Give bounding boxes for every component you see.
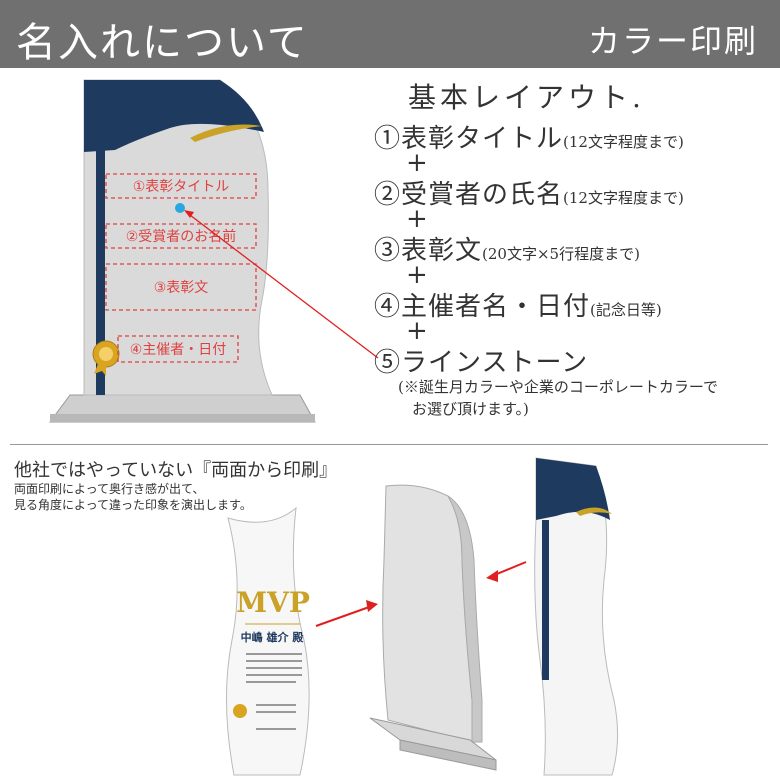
layout-item-4-note: (記念日等): [590, 301, 662, 319]
zone-text-label: ③表彰文: [154, 279, 209, 296]
zone-title: [105, 173, 257, 199]
layout-item-4-label: ④主催者名・日付: [374, 292, 591, 322]
plus-1: +: [406, 148, 428, 178]
zone-organizer-label: ④主催者・日付: [130, 342, 227, 358]
layout-item-1: ①表彰タイトル(12文字程度まで): [374, 118, 684, 155]
front-arrow: [315, 605, 373, 627]
header-subtitle: カラー印刷: [587, 22, 758, 60]
zone-name: [105, 223, 257, 249]
medal-ribbon: [94, 364, 106, 376]
layout-item-2-label: ②受賞者の氏名: [374, 180, 564, 210]
double-sided-desc-1: 両面印刷によって奥行き感が出て、: [14, 482, 205, 496]
block-stand-edge: [399, 739, 497, 771]
trophy-gold-swoosh: [190, 124, 262, 142]
header-bar: 名入れについて カラー印刷: [0, 0, 780, 68]
plus-3: +: [406, 260, 428, 290]
recipient-name: 中嶋 雄介 殿: [241, 630, 305, 644]
back-panel-navy: [536, 458, 610, 520]
front-medal-icon: [233, 704, 247, 718]
trophy-base-edge: [50, 414, 315, 422]
layout-item-4: ④主催者名・日付(記念日等): [374, 286, 662, 323]
back-panel-gold: [576, 507, 612, 516]
printed-panel-back: [534, 457, 619, 776]
layout-item-3-note: (20文字×5行程度まで): [482, 245, 640, 263]
award-body-lines: [246, 653, 302, 730]
double-sided-title: 他社ではやっていない『両面から印刷』: [14, 460, 338, 481]
layout-item-5-label: ⑤ラインストーン: [374, 348, 589, 378]
back-panel-outline: [534, 457, 619, 776]
zone-title-label: ①表彰タイトル: [133, 178, 230, 195]
block-side: [447, 495, 483, 743]
layout-item-3: ③表彰文(20文字×5行程度まで): [374, 230, 640, 267]
plus-4: +: [406, 316, 428, 346]
layout-item-1-note: (12文字程度まで): [563, 133, 684, 151]
printed-panel-front: MVP 中嶋 雄介 殿: [226, 506, 378, 776]
layout-item-1-label: ①表彰タイトル: [374, 124, 564, 154]
rhinestone-arrow: [185, 211, 379, 359]
trophy-illustration: ①表彰タイトル ②受賞者のお名前 ③表彰文 ④主催者・日付: [49, 79, 379, 423]
front-panel-outline: [226, 506, 310, 776]
page-title: 名入れについて: [16, 20, 309, 66]
back-arrow-head: [486, 570, 498, 582]
layout-item-2: ②受賞者の氏名(12文字程度まで): [374, 174, 684, 211]
clear-block: [369, 484, 527, 771]
mvp-text: MVP: [236, 586, 310, 619]
trophy-navy-band: [84, 80, 264, 152]
rhinestone-note-1: (※誕生月カラーや企業のコーポレートカラーで: [398, 378, 718, 396]
layout-item-5: ⑤ラインストーン: [374, 342, 588, 379]
medal-inner: [99, 347, 113, 361]
back-panel-stripe: [542, 520, 549, 680]
layout-item-2-note: (12文字程度まで): [563, 189, 684, 207]
layout-item-3-label: ③表彰文: [374, 236, 483, 266]
rhinestone-arrow-head: [184, 210, 194, 218]
zone-organizer: [117, 335, 239, 363]
layout-title: 基本レイアウト.: [408, 81, 645, 114]
section-divider: [10, 444, 768, 445]
trophy-stripe: [96, 150, 105, 395]
rhinestone-note-2: お選び頂けます。): [412, 400, 529, 418]
double-sided-desc-2: 見る角度によって違った印象を演出します。: [14, 498, 252, 512]
plus-2: +: [406, 204, 428, 234]
front-arrow-head: [366, 600, 378, 612]
rhinestone-dot: [175, 203, 185, 213]
zone-name-label: ②受賞者のお名前: [126, 228, 237, 245]
